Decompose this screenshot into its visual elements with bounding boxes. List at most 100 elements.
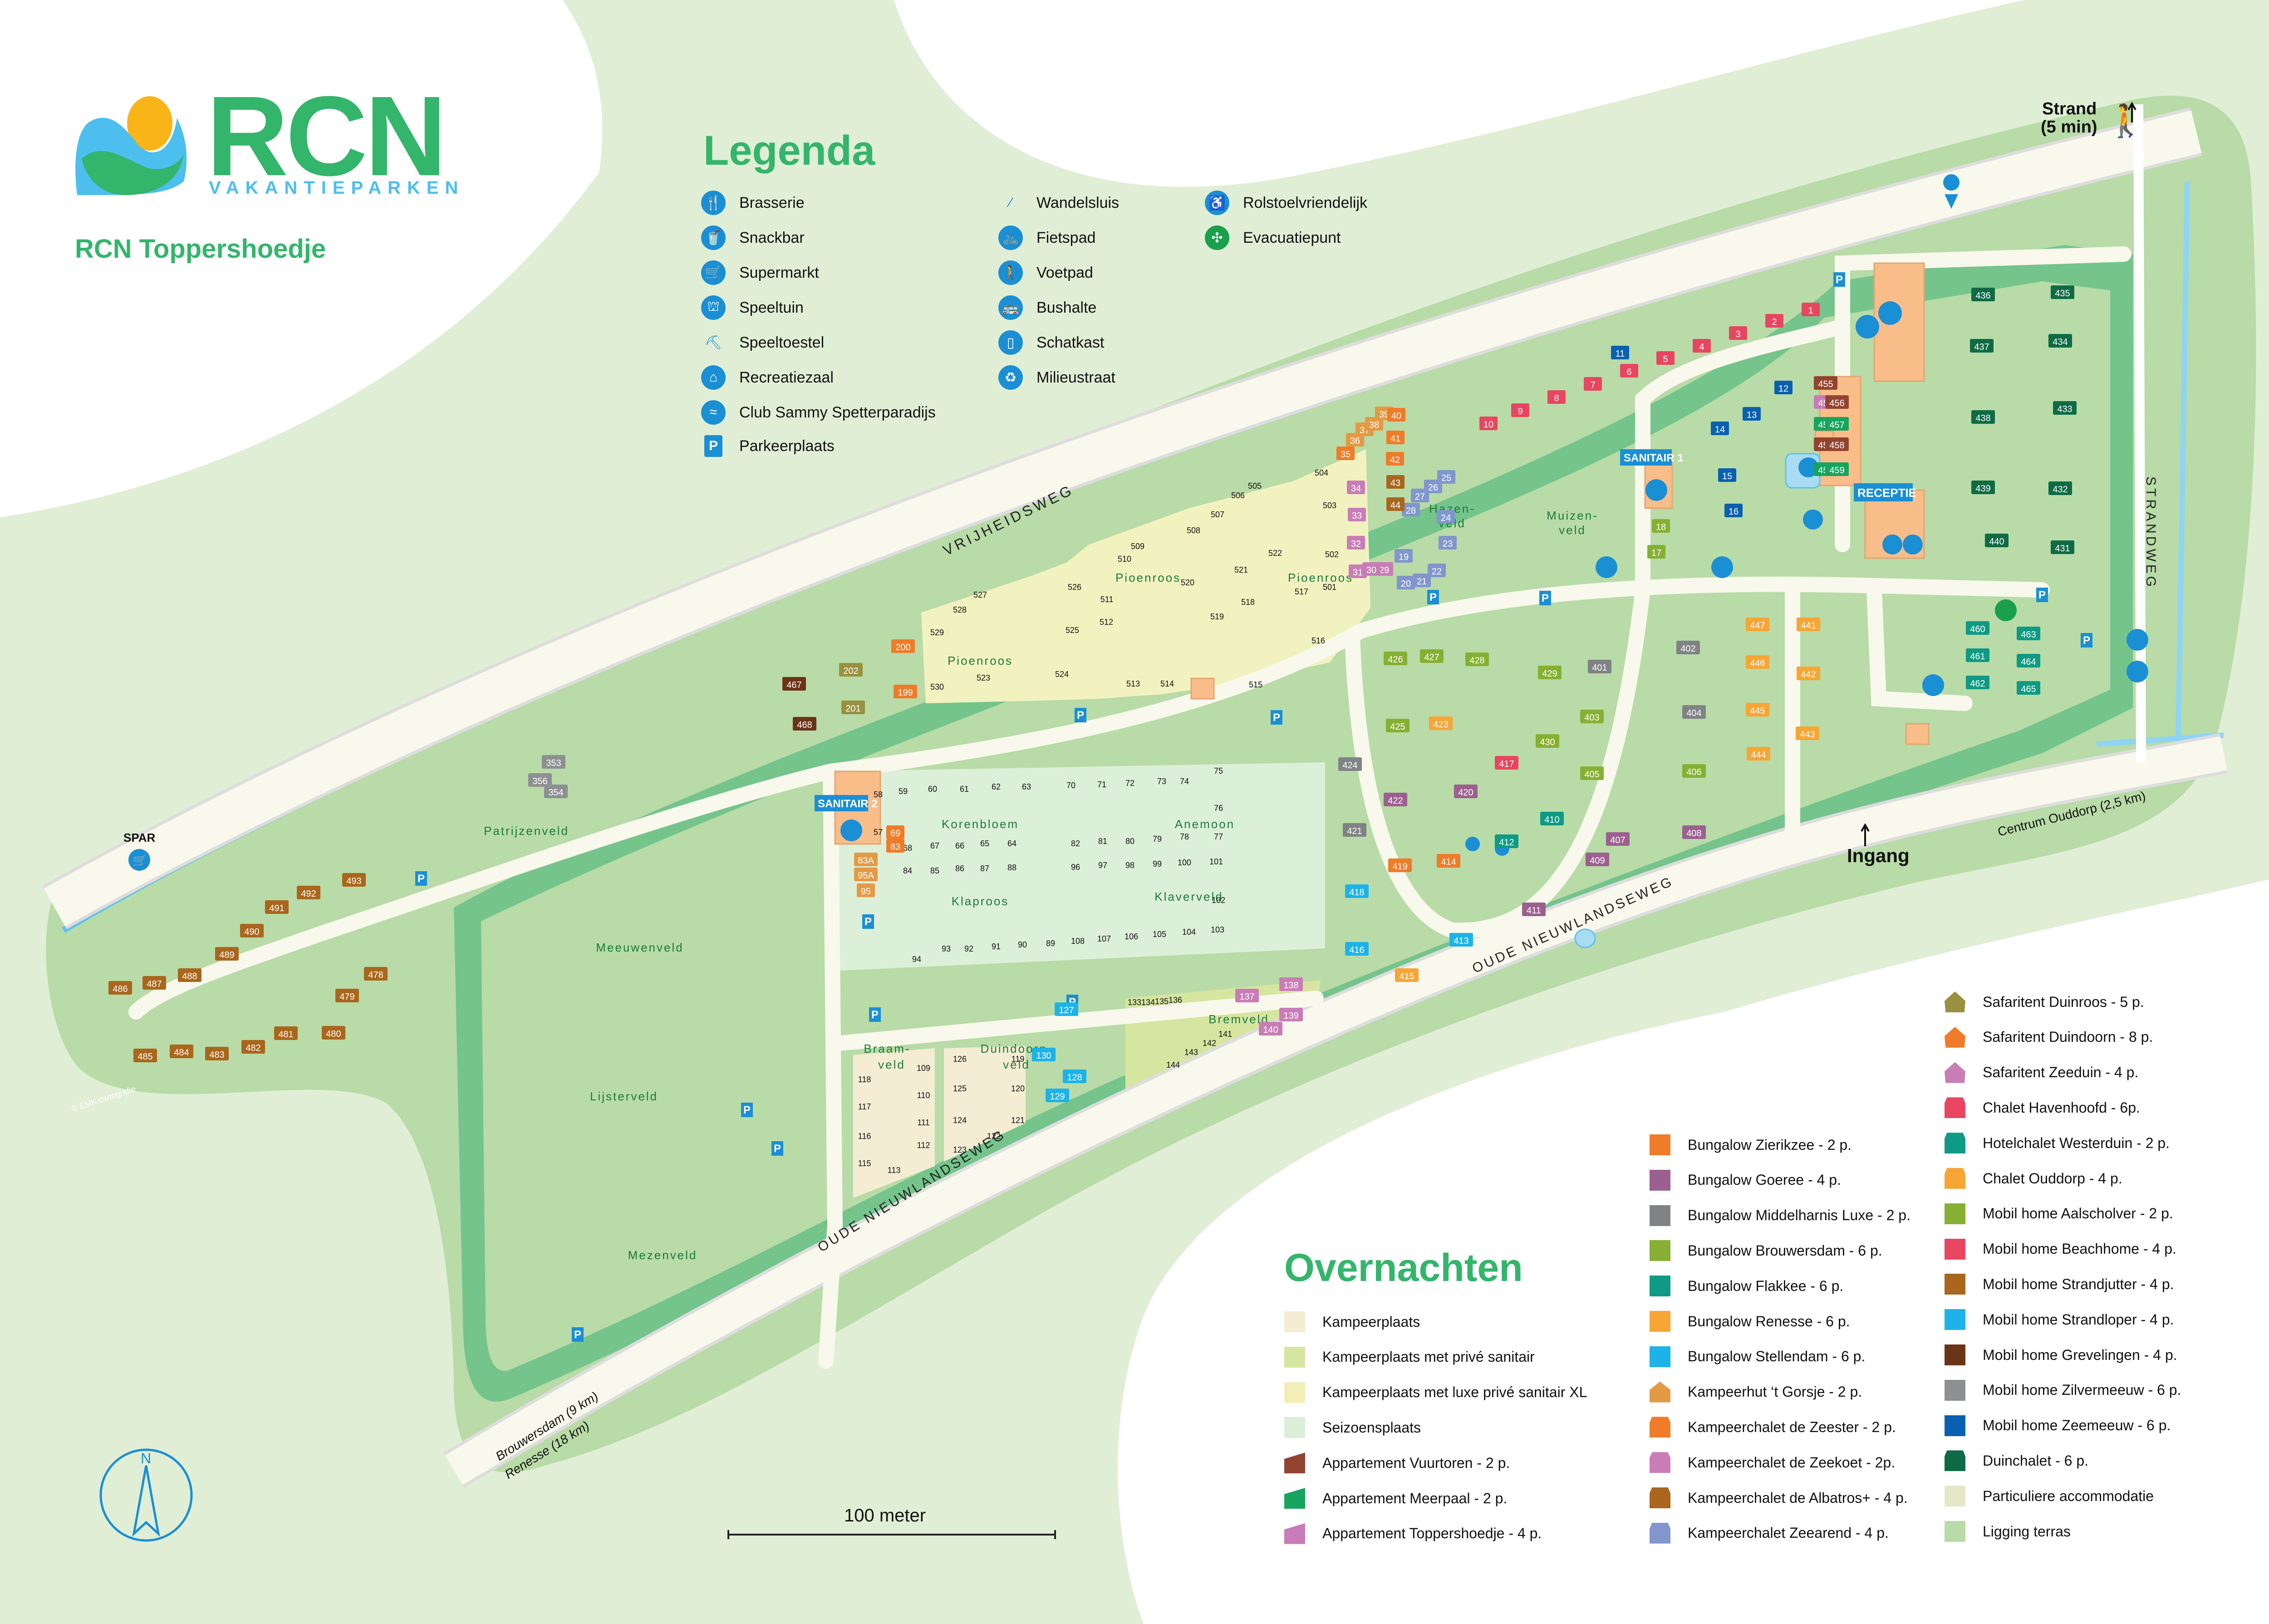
accommodation-marker[interactable]: 32 <box>1347 536 1365 550</box>
accommodation-marker[interactable]: 83 <box>886 839 904 853</box>
accommodation-marker[interactable]: 483 <box>205 1047 229 1060</box>
accommodation-marker[interactable]: 199 <box>894 685 917 698</box>
pitch-number[interactable]: 104 <box>1182 927 1196 937</box>
accommodation-marker[interactable]: 16 <box>1724 504 1743 517</box>
accommodation-marker[interactable]: 478 <box>364 967 388 981</box>
accommodation-marker[interactable]: 492 <box>297 886 320 899</box>
accommodation-marker[interactable]: 436 <box>1971 288 1995 301</box>
accommodation-marker[interactable]: 31 <box>1349 564 1367 578</box>
accommodation-marker[interactable]: 12 <box>1774 381 1793 394</box>
accommodation-marker[interactable]: 417 <box>1495 756 1518 770</box>
pitch-number[interactable]: 141 <box>1218 1030 1232 1039</box>
accommodation-marker[interactable]: 202 <box>839 663 863 677</box>
pitch-number[interactable]: 57 <box>874 828 883 837</box>
accommodation-marker[interactable]: 461 <box>1966 648 1989 662</box>
pitch-number[interactable]: 522 <box>1268 549 1282 558</box>
accommodation-marker[interactable]: 5 <box>1656 351 1675 365</box>
accommodation-marker[interactable]: 439 <box>1971 481 1995 494</box>
accommodation-marker[interactable]: 413 <box>1449 933 1473 947</box>
pitch-number[interactable]: 513 <box>1126 679 1140 688</box>
pitch-number[interactable]: 58 <box>874 790 883 799</box>
pitch-number[interactable]: 121 <box>1011 1116 1025 1125</box>
pitch-number[interactable]: 135 <box>1155 997 1169 1006</box>
pitch-number[interactable]: 103 <box>1211 925 1224 934</box>
accommodation-marker[interactable]: 423 <box>1429 716 1453 730</box>
accommodation-marker[interactable]: 465 <box>2017 681 2040 695</box>
pitch-number[interactable]: 60 <box>928 785 937 794</box>
pitch-number[interactable]: 124 <box>953 1116 967 1125</box>
pitch-number[interactable]: 107 <box>1097 934 1111 943</box>
accommodation-marker[interactable]: 404 <box>1682 705 1706 719</box>
accommodation-marker[interactable]: 127 <box>1055 1002 1078 1016</box>
pitch-number[interactable]: 116 <box>858 1132 871 1141</box>
accommodation-marker[interactable]: 420 <box>1454 785 1478 798</box>
accommodation-marker[interactable]: 22 <box>1428 564 1446 577</box>
accommodation-marker[interactable]: 9 <box>1511 403 1529 417</box>
pitch-number[interactable]: 510 <box>1118 554 1131 564</box>
pitch-number[interactable]: 64 <box>1007 839 1017 848</box>
accommodation-marker[interactable]: 458 <box>1825 437 1849 451</box>
pitch-number[interactable]: 82 <box>1071 839 1080 848</box>
pitch-number[interactable]: 75 <box>1214 766 1223 775</box>
accommodation-marker[interactable]: 484 <box>170 1045 193 1058</box>
pitch-number[interactable]: 508 <box>1187 526 1200 535</box>
accommodation-marker[interactable]: 432 <box>2048 481 2072 495</box>
pitch-number[interactable]: 143 <box>1184 1048 1198 1057</box>
supermarket-icon[interactable] <box>128 849 150 871</box>
accommodation-marker[interactable]: 481 <box>274 1026 298 1040</box>
accommodation-marker[interactable]: 467 <box>782 677 806 691</box>
accommodation-marker[interactable]: 69 <box>886 825 904 839</box>
accommodation-marker[interactable]: 489 <box>215 947 239 961</box>
accommodation-marker[interactable]: 418 <box>1345 884 1369 898</box>
pitch-number[interactable]: 501 <box>1323 583 1336 592</box>
accommodation-marker[interactable]: 460 <box>1966 621 1989 635</box>
accommodation-marker[interactable]: 480 <box>322 1026 345 1040</box>
pitch-number[interactable]: 526 <box>1068 583 1081 592</box>
accommodation-marker[interactable]: 10 <box>1479 417 1498 430</box>
pitch-number[interactable]: 92 <box>964 944 973 953</box>
accommodation-marker[interactable]: 41 <box>1386 431 1405 444</box>
accommodation-marker[interactable]: 409 <box>1586 853 1609 866</box>
pitch-number[interactable]: 109 <box>917 1064 930 1073</box>
pitch-number[interactable]: 530 <box>930 682 944 692</box>
pitch-number[interactable]: 119 <box>1012 1055 1025 1064</box>
pitch-number[interactable]: 108 <box>1071 937 1085 946</box>
pitch-number[interactable]: 78 <box>1180 832 1189 841</box>
accommodation-marker[interactable]: 137 <box>1235 989 1259 1002</box>
accommodation-marker[interactable]: 442 <box>1797 667 1820 680</box>
accommodation-marker[interactable]: 443 <box>1796 726 1819 740</box>
accommodation-marker[interactable]: 425 <box>1386 719 1410 732</box>
accommodation-marker[interactable]: 128 <box>1063 1070 1086 1083</box>
accommodation-marker[interactable]: 457 <box>1825 417 1849 431</box>
pitch-number[interactable]: 105 <box>1153 930 1166 939</box>
pitch-number[interactable]: 528 <box>953 605 967 614</box>
pitch-number[interactable]: 67 <box>930 841 939 850</box>
accommodation-marker[interactable]: 36 <box>1346 433 1364 446</box>
accommodation-marker[interactable]: 13 <box>1743 407 1761 421</box>
accommodation-marker[interactable]: 405 <box>1580 766 1604 780</box>
pitch-number[interactable]: 63 <box>1022 782 1031 791</box>
accommodation-marker[interactable]: 28 <box>1402 503 1420 516</box>
pitch-number[interactable]: 515 <box>1249 680 1262 689</box>
accommodation-marker[interactable]: 406 <box>1682 764 1706 778</box>
pitch-number[interactable]: 518 <box>1241 598 1255 607</box>
pitch-number[interactable]: 99 <box>1153 859 1162 868</box>
pitch-number[interactable]: 94 <box>912 955 921 964</box>
pitch-number[interactable]: 87 <box>980 864 989 873</box>
accommodation-marker[interactable]: 447 <box>1746 618 1769 631</box>
pitch-number[interactable]: 61 <box>960 785 969 794</box>
pitch-number[interactable]: 144 <box>1166 1060 1180 1070</box>
pitch-number[interactable]: 136 <box>1169 996 1182 1005</box>
pitch-number[interactable]: 113 <box>888 1166 901 1175</box>
accommodation-marker[interactable]: 44 <box>1386 497 1405 511</box>
pitch-number[interactable]: 517 <box>1295 587 1308 596</box>
accommodation-marker[interactable]: 435 <box>2051 285 2074 299</box>
accommodation-marker[interactable]: 138 <box>1279 977 1303 991</box>
accommodation-marker[interactable]: 424 <box>1338 757 1362 771</box>
pitch-number[interactable]: 73 <box>1157 777 1166 786</box>
accommodation-marker[interactable]: 2 <box>1765 314 1783 328</box>
accommodation-marker[interactable]: 200 <box>891 639 915 653</box>
accommodation-marker[interactable]: 33 <box>1348 508 1366 521</box>
pitch-number[interactable]: 502 <box>1325 550 1339 559</box>
accommodation-marker[interactable]: 43 <box>1386 475 1405 489</box>
